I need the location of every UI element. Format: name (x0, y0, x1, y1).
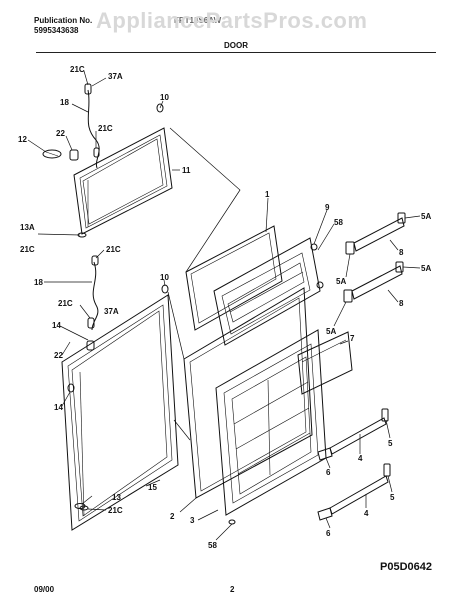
callout-6: 6 (326, 468, 331, 477)
screw-13-lower (74, 503, 86, 509)
callout-9: 9 (325, 203, 330, 212)
callout-12: 12 (18, 135, 27, 144)
callout-1: 1 (265, 190, 270, 199)
callout-4: 4 (358, 454, 363, 463)
fresh-food-door-liner-3 (215, 329, 327, 516)
callout-21C: 21C (108, 506, 123, 515)
dairy-door-7 (297, 331, 353, 395)
callout-5A: 5A (421, 264, 431, 273)
callout-21C: 21C (106, 245, 121, 254)
breaker-strip-2 (183, 287, 313, 499)
callout-10: 10 (160, 93, 169, 102)
callout-21C: 21C (70, 65, 85, 74)
callout-58: 58 (208, 541, 217, 550)
callout-37A: 37A (108, 72, 123, 81)
callout-21C: 21C (98, 124, 113, 133)
callout-4: 4 (364, 509, 369, 518)
callout-5A: 5A (336, 277, 346, 286)
callout-8: 8 (399, 248, 404, 257)
diagram-code: P05D0642 (380, 561, 432, 573)
assembly-guide-lines (167, 127, 241, 441)
callout-5A: 5A (421, 212, 431, 221)
door-rack-4-lower (317, 463, 391, 521)
callout-3: 3 (190, 516, 195, 525)
footer-page-number: 2 (230, 585, 235, 594)
freezer-door-gasket-11 (73, 127, 173, 235)
callout-leaders (27, 70, 421, 541)
callout-14: 14 (54, 403, 63, 412)
door-shelf-8-lower (343, 261, 404, 303)
callout-14: 14 (52, 321, 61, 330)
callout-13: 13 (112, 493, 121, 502)
callout-6: 6 (326, 529, 331, 538)
callout-13A: 13A (20, 223, 35, 232)
breaker-strip-1 (185, 225, 283, 331)
callout-7: 7 (350, 334, 355, 343)
callout-18: 18 (60, 98, 69, 107)
callout-21C: 21C (58, 299, 73, 308)
footer-date: 09/00 (34, 585, 55, 594)
heater-wire-upper (84, 83, 164, 169)
callout-5: 5 (390, 493, 395, 502)
callout-10: 10 (160, 273, 169, 282)
watermark-text: AppliancePartsPros.com (96, 8, 368, 33)
callout-8: 8 (399, 299, 404, 308)
header-rule (36, 52, 436, 53)
freezer-door-liner-9 (213, 237, 324, 346)
screw-58-lower (228, 519, 236, 525)
section-title: DOOR (224, 41, 248, 50)
publication-number: 5995343638 (34, 26, 79, 35)
callout-15: 15 (148, 483, 157, 492)
callout-5: 5 (388, 439, 393, 448)
callout-18: 18 (34, 278, 43, 287)
callout-2: 2 (170, 512, 175, 521)
door-rack-4-upper (317, 408, 389, 461)
stop-and-cap-12-22 (42, 149, 87, 238)
callout-21C: 21C (20, 245, 35, 254)
callout-11: 11 (182, 166, 191, 175)
callout-22: 22 (54, 351, 63, 360)
publication-label: Publication No. (34, 16, 93, 25)
callout-labels: 21C 37A 18 21C 10 12 22 11 13A 21C 21C 1… (18, 65, 431, 550)
callout-37A: 37A (104, 307, 119, 316)
callout-22: 22 (56, 129, 65, 138)
fresh-food-door-gasket-15 (61, 294, 179, 531)
callout-58: 58 (334, 218, 343, 227)
callout-5A: 5A (326, 327, 336, 336)
model-number: FRT18S6AW (174, 16, 222, 25)
